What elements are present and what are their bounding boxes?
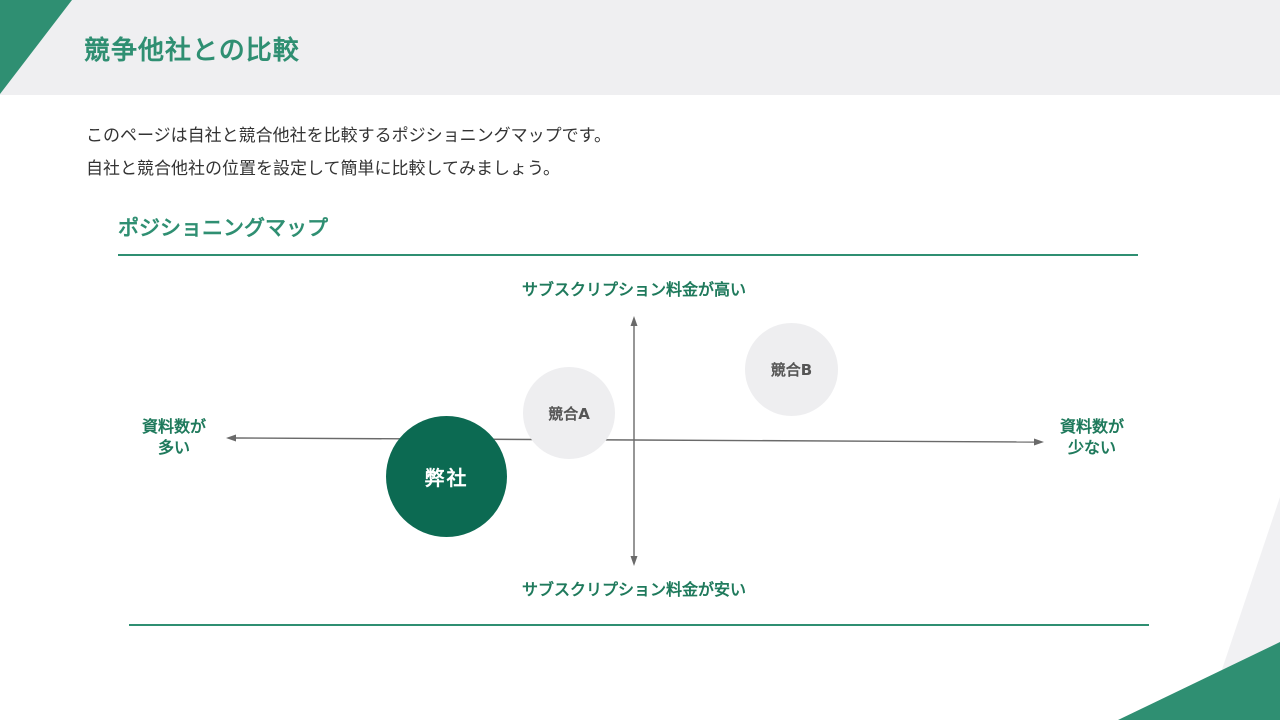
axis-label-right: 資料数が 少ない xyxy=(1042,416,1142,458)
axis-label-left-line-2: 多い xyxy=(157,438,190,457)
right-arrow-icon xyxy=(1034,438,1044,446)
header-band xyxy=(0,0,1280,95)
left-arrow-icon xyxy=(226,434,236,442)
horizontal-axis xyxy=(233,437,1037,443)
heading-divider xyxy=(118,254,1138,256)
bottom-divider xyxy=(129,624,1149,626)
axis-label-left: 資料数が 多い xyxy=(124,416,224,458)
bubble-competitor-b: 競合B xyxy=(745,323,838,416)
axis-label-bottom: サブスクリプション料金が安い xyxy=(521,580,746,599)
intro-line-2: 自社と競合他社の位置を設定して簡単に比較してみましょう。 xyxy=(86,159,560,179)
axis-label-left-line-1: 資料数が xyxy=(141,417,206,436)
intro-text: このページは自社と競合他社を比較するポジショニングマップです。 自社と競合他社の… xyxy=(86,120,611,186)
top-left-accent-triangle xyxy=(0,0,72,94)
axis-label-top: サブスクリプション料金が高い xyxy=(521,280,746,299)
down-arrow-icon xyxy=(630,556,638,566)
bottom-right-accent-triangle xyxy=(1118,642,1280,720)
bubble-own-company: 弊社 xyxy=(386,416,507,537)
bubble-competitor-a: 競合A xyxy=(523,367,615,459)
up-arrow-icon xyxy=(630,316,638,326)
axis-label-right-line-1: 資料数が xyxy=(1059,417,1124,436)
axis-label-right-line-2: 少ない xyxy=(1067,438,1116,457)
map-heading: ポジショニングマップ xyxy=(118,216,328,240)
intro-line-1: このページは自社と競合他社を比較するポジショニングマップです。 xyxy=(86,126,611,146)
page-title: 競争他社との比較 xyxy=(84,36,300,66)
